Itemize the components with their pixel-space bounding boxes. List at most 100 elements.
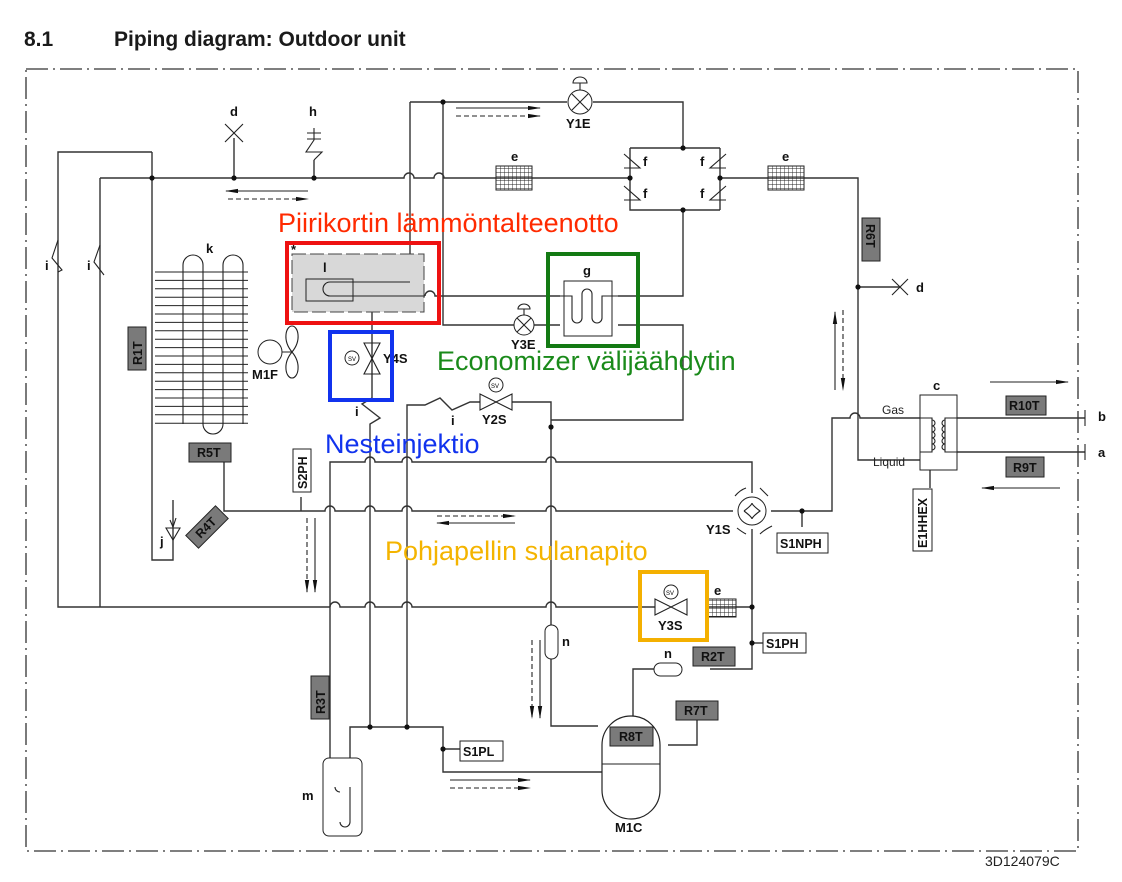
unit-boundary xyxy=(25,68,1079,852)
section-title: Piping diagram: Outdoor unit xyxy=(114,28,406,51)
flow-arrows xyxy=(224,105,1086,791)
section-number: 8.1 xyxy=(24,28,54,51)
svg-text:SV: SV xyxy=(666,591,674,597)
svg-text:Y1S: Y1S xyxy=(706,522,731,537)
service-port-d-right: d xyxy=(891,278,924,296)
economizer-g: g xyxy=(560,263,618,337)
svg-text:Liquid: Liquid xyxy=(873,455,905,469)
solenoid-valve-y3s: SV Y3S xyxy=(654,584,688,633)
svg-text:j: j xyxy=(159,534,164,549)
switch-s1ph: S1PH xyxy=(762,632,807,654)
svg-text:Y3E: Y3E xyxy=(511,337,536,352)
switch-s1nph: S1NPH xyxy=(776,532,829,554)
svg-text:f: f xyxy=(643,154,648,169)
sensor-r4t: R4T xyxy=(185,505,229,549)
sensor-r1t: R1T xyxy=(127,326,147,371)
svg-text:m: m xyxy=(302,788,314,803)
svg-text:a: a xyxy=(1098,445,1106,460)
section-heading: 8.1 Piping diagram: Outdoor unit xyxy=(24,28,406,52)
annotation-economizer: Economizer välijäähdytin xyxy=(437,346,736,376)
svg-text:R1T: R1T xyxy=(131,341,145,365)
svg-text:i: i xyxy=(451,413,455,428)
svg-text:i: i xyxy=(45,258,49,273)
accumulator-m: m xyxy=(302,757,363,837)
sensor-r9t: R9T xyxy=(1005,456,1045,478)
svg-text:R7T: R7T xyxy=(684,704,708,718)
svg-text:M1C: M1C xyxy=(615,820,643,835)
switch-s1pl: S1PL xyxy=(459,740,504,762)
svg-text:g: g xyxy=(583,263,591,278)
svg-text:SV: SV xyxy=(491,384,499,390)
svg-text:i: i xyxy=(355,404,359,419)
sensor-r3t: R3T xyxy=(310,675,330,720)
svg-text:R3T: R3T xyxy=(314,690,328,714)
plate-heat-exchanger-c: c Gas Liquid b a xyxy=(873,378,1106,471)
svg-text:f: f xyxy=(700,186,705,201)
svg-text:n: n xyxy=(562,634,570,649)
svg-text:d: d xyxy=(916,280,924,295)
pcb-heat-sink-l: l * xyxy=(291,242,425,313)
svg-text:S1PH: S1PH xyxy=(766,637,799,651)
annotation-pcb-heat-recovery: Piirikortin lämmöntalteenotto xyxy=(278,208,619,238)
muffler-n-horizontal: n xyxy=(653,646,683,677)
svg-text:S1PL: S1PL xyxy=(463,745,495,759)
sensor-r10t: R10T xyxy=(1005,395,1047,416)
svg-text:e: e xyxy=(511,149,518,164)
solenoid-valve-y4s: SV Y4S xyxy=(344,342,408,375)
capillary-i-labels: i i i i xyxy=(45,239,455,428)
sensor-r6t: R6T xyxy=(861,217,881,262)
svg-text:R5T: R5T xyxy=(197,446,221,460)
muffler-n-vertical: n xyxy=(544,624,570,660)
svg-text:h: h xyxy=(309,104,317,119)
svg-text:Y1E: Y1E xyxy=(566,116,591,131)
svg-text:d: d xyxy=(230,104,238,119)
pressure-relief-h: h xyxy=(304,104,324,161)
sensor-r7t: R7T xyxy=(675,700,719,721)
svg-text:R8T: R8T xyxy=(619,730,643,744)
svg-text:M1F: M1F xyxy=(252,367,278,382)
expansion-valve-y1e: Y1E xyxy=(566,76,593,131)
sensor-r2t: R2T xyxy=(692,646,736,667)
svg-text:Y2S: Y2S xyxy=(482,412,507,427)
svg-text:l: l xyxy=(323,260,327,275)
service-port-d-left: d xyxy=(224,104,244,143)
fan-motor-m1f: M1F xyxy=(252,325,299,382)
annotation-base-plate-defrost: Pohjapellin sulanapito xyxy=(385,536,648,566)
expansion-valve-y3e: Y3E xyxy=(511,303,536,352)
distributor-j: j xyxy=(159,517,181,549)
annotation-box-liquid-injection xyxy=(328,330,394,402)
svg-text:f: f xyxy=(643,186,648,201)
check-valves-f: f f f f xyxy=(623,153,727,201)
svg-text:e: e xyxy=(714,583,721,598)
svg-text:R10T: R10T xyxy=(1009,399,1040,413)
filter-e-top-right: e xyxy=(767,149,805,191)
svg-text:Gas: Gas xyxy=(882,403,904,417)
svg-text:S1NPH: S1NPH xyxy=(780,537,822,551)
filter-e-top-left: e xyxy=(495,149,533,191)
outdoor-coil-k: k xyxy=(155,241,248,435)
switch-s2ph: S2PH xyxy=(292,448,312,493)
document-id: 3D124079C xyxy=(985,853,1060,869)
solenoid-valve-y2s: SV Y2S xyxy=(479,377,513,427)
svg-text:E1HHEX: E1HHEX xyxy=(916,497,930,548)
svg-text:e: e xyxy=(782,149,789,164)
svg-text:b: b xyxy=(1098,409,1106,424)
annotation-liquid-injection: Nesteinjektio xyxy=(325,429,480,459)
filter-e-bottom: e xyxy=(707,583,737,618)
sensor-r8t: R8T xyxy=(609,726,654,747)
svg-text:R2T: R2T xyxy=(701,650,725,664)
svg-text:S2PH: S2PH xyxy=(296,456,310,489)
annotation-box-economizer xyxy=(546,252,640,348)
svg-text:c: c xyxy=(933,378,940,393)
svg-text:k: k xyxy=(206,241,214,256)
svg-text:Y4S: Y4S xyxy=(383,351,408,366)
svg-text:i: i xyxy=(87,258,91,273)
svg-text:n: n xyxy=(664,646,672,661)
annotation-box-base-plate-defrost xyxy=(638,570,709,642)
svg-text:R6T: R6T xyxy=(863,224,877,248)
svg-text:f: f xyxy=(700,154,705,169)
four-way-valve-y1s: Y1S xyxy=(706,487,773,537)
annotation-box-pcb-heat-recovery xyxy=(285,241,441,325)
svg-text:R9T: R9T xyxy=(1013,461,1037,475)
